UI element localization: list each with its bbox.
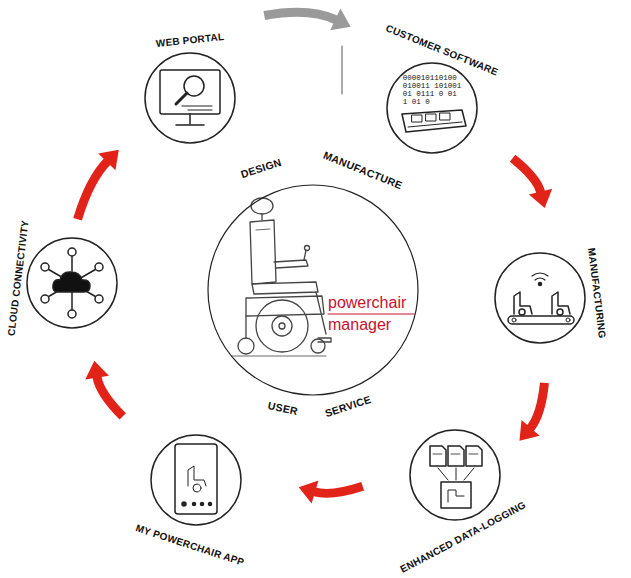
arrow-shaft bbox=[264, 12, 336, 20]
node-label: MANUFACTURING bbox=[586, 247, 608, 339]
arrow-shaft bbox=[530, 383, 545, 429]
arrow-head bbox=[529, 189, 552, 208]
cycle-arrow bbox=[519, 383, 544, 441]
arrow-head bbox=[299, 481, 319, 504]
node-circle bbox=[145, 53, 235, 143]
node-outline bbox=[26, 237, 118, 329]
arrow-head bbox=[330, 9, 350, 31]
web-portal-node: WEB PORTAL bbox=[144, 52, 236, 144]
arrow-head bbox=[98, 150, 118, 171]
arrow-shaft bbox=[314, 486, 363, 493]
node-outline bbox=[494, 252, 586, 344]
hub-node: DESIGNMANUFACTUREUSERSERVICEpowerchair m… bbox=[207, 184, 419, 396]
node-label: MANUFACTURE bbox=[322, 149, 405, 192]
node-label: MY POWERCHAIR APP bbox=[134, 522, 245, 568]
cycle-arrow bbox=[299, 481, 363, 504]
cloud-node: CLOUD CONNECTIVITY bbox=[26, 237, 118, 329]
node-circle bbox=[387, 63, 477, 153]
monitor-icon bbox=[160, 70, 220, 125]
manufacturing-node: MANUFACTURING bbox=[494, 252, 586, 344]
node-label: SERVICE bbox=[323, 393, 372, 419]
node-label: USER bbox=[267, 399, 299, 417]
arrow-shaft bbox=[97, 377, 123, 417]
node-circle bbox=[27, 238, 117, 328]
arrow-head bbox=[85, 361, 109, 380]
divider-line bbox=[342, 46, 343, 94]
node-outline bbox=[144, 52, 236, 144]
circuit-board-icon bbox=[402, 110, 466, 132]
logo-rule bbox=[328, 314, 414, 315]
cycle-arrow bbox=[264, 9, 350, 31]
customer-software-node: CUSTOMER SOFTWARE000010110100 010011 101… bbox=[386, 62, 478, 154]
powerchair-illustration bbox=[232, 198, 331, 356]
arrow-head bbox=[519, 420, 539, 441]
data-logging-node: ENHANCED DATA-LOGGING bbox=[409, 429, 501, 521]
data-logging-icon bbox=[430, 446, 482, 508]
app-node: MY POWERCHAIR APP bbox=[150, 434, 242, 526]
node-circle bbox=[208, 185, 418, 395]
node-circle bbox=[151, 435, 241, 525]
node-label: DESIGN bbox=[239, 156, 283, 180]
logo-text: powerchair manager bbox=[328, 292, 416, 336]
node-outline bbox=[150, 434, 242, 526]
node-label: CUSTOMER SOFTWARE bbox=[384, 22, 499, 77]
cycle-arrow bbox=[78, 150, 119, 220]
node-circle bbox=[410, 430, 500, 520]
cloud-network-icon bbox=[41, 248, 103, 318]
cycle-arrow bbox=[85, 361, 123, 417]
arrow-shaft bbox=[513, 158, 541, 192]
node-circle bbox=[495, 253, 585, 343]
assembly-line-icon bbox=[508, 273, 574, 324]
tablet-icon bbox=[175, 444, 217, 514]
arrow-shaft bbox=[78, 161, 108, 219]
node-label: WEB PORTAL bbox=[155, 31, 224, 49]
cycle-arrow bbox=[513, 158, 553, 208]
node-label: ENHANCED DATA-LOGGING bbox=[398, 499, 527, 575]
node-outline bbox=[409, 429, 501, 521]
binary-code: 000010110100 010011 101001 01 0111 0 01 … bbox=[403, 74, 462, 106]
node-outline bbox=[207, 184, 419, 396]
